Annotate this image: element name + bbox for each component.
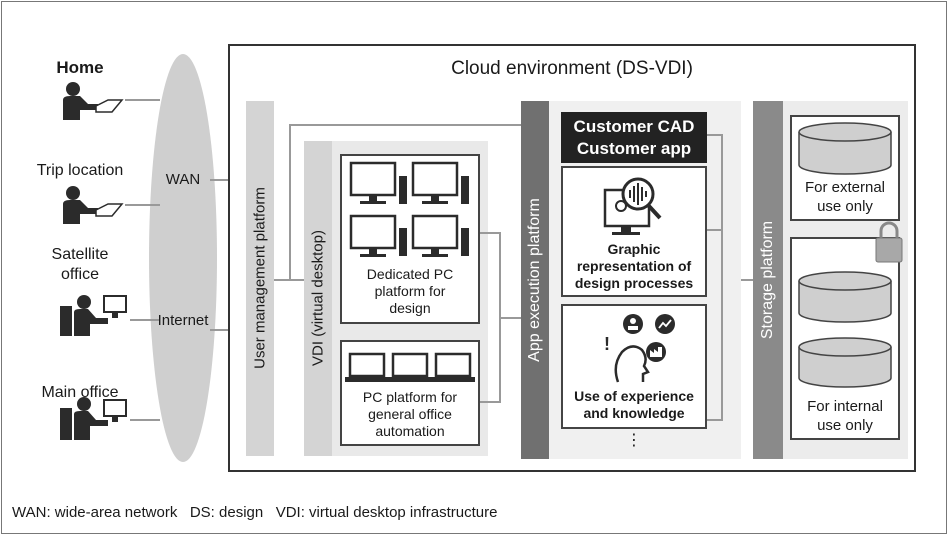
svg-text:!: !: [604, 334, 610, 354]
lock-icon: [875, 221, 903, 263]
experience-label: Use of experience and knowledge: [561, 388, 707, 422]
graphic-line2: representation of: [576, 258, 692, 274]
location-satellite-label: Satellite office: [30, 245, 130, 285]
general-line1: PC platform for: [362, 389, 458, 405]
storage-bar: [753, 101, 783, 459]
graphic-line3: design processes: [574, 275, 694, 291]
external-storage-label: For external use only: [790, 178, 900, 216]
external-line1: For external: [804, 179, 886, 196]
wan-label: WAN: [165, 171, 201, 188]
customer-cad-header: Customer CAD Customer app: [561, 112, 707, 163]
cloud-title: Cloud environment (DS-VDI): [451, 58, 693, 79]
person-laptop-icon: [63, 186, 124, 224]
person-laptop-icon: [63, 82, 124, 120]
location-satellite-line2: office: [61, 266, 99, 283]
location-main-label: Main office: [41, 384, 119, 401]
database-icon: [798, 122, 892, 175]
vdi-bar: [304, 141, 332, 456]
experience-line2: and knowledge: [583, 405, 685, 421]
graphic-representation-label: Graphic representation of design process…: [561, 241, 707, 292]
customer-app-line: Customer app: [576, 139, 692, 158]
internet-label: Internet: [157, 312, 209, 329]
user-management-bar: [246, 101, 274, 456]
experience-line1: Use of experience: [574, 388, 694, 404]
dedicated-line1: Dedicated PC: [366, 266, 454, 282]
dedicated-line2: platform for: [374, 283, 446, 299]
abbreviations-footer: WAN: wide-area network DS: design VDI: v…: [12, 504, 498, 521]
network-ellipse: [149, 54, 217, 462]
dedicated-pc-label: Dedicated PC platform for design: [340, 266, 480, 317]
more-ellipsis: ⋮: [626, 432, 642, 449]
internal-line2: use only: [817, 417, 873, 434]
app-execution-bar: [521, 101, 549, 459]
location-satellite-line1: Satellite: [51, 246, 109, 263]
general-line2: general office: [368, 406, 452, 422]
database-icon: [798, 337, 892, 388]
internal-storage-label: For internal use only: [790, 397, 900, 435]
graphic-line1: Graphic: [607, 241, 661, 257]
general-pc-label: PC platform for general office automatio…: [340, 389, 480, 440]
internal-line1: For internal: [807, 398, 883, 415]
general-line3: automation: [375, 423, 445, 439]
database-icon: [798, 271, 892, 323]
person-desktop-icon: [60, 397, 127, 440]
customer-cad-line: Customer CAD: [573, 117, 695, 136]
location-home-label: Home: [56, 58, 104, 77]
location-trip-label: Trip location: [36, 162, 124, 179]
person-desktop-icon: [60, 295, 127, 336]
dedicated-line3: design: [389, 300, 431, 316]
external-line2: use only: [817, 198, 873, 215]
